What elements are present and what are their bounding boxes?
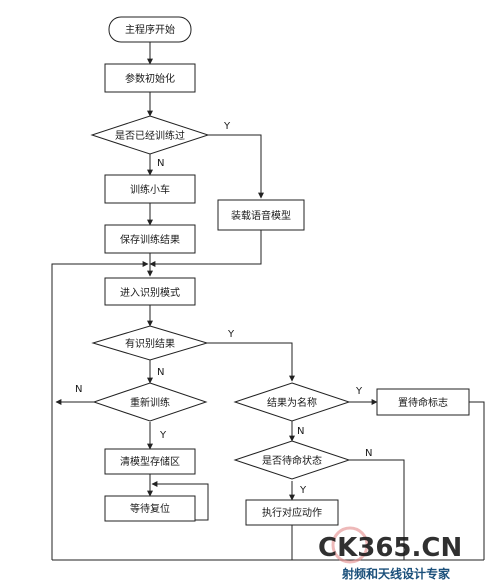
edge-hasresult-yes xyxy=(207,342,295,382)
process-shape xyxy=(104,174,196,204)
node-is-name-label: 结果为名称 xyxy=(267,396,317,409)
node-save-result-label: 保存训练结果 xyxy=(120,233,180,246)
node-set-wait-flag-label: 置待命标志 xyxy=(398,396,448,409)
node-load-model-label: 装载语音模型 xyxy=(231,209,291,222)
edge-loop-left xyxy=(51,261,149,560)
edge-trained-yes xyxy=(208,134,264,199)
node-enter-recog-label: 进入识别模式 xyxy=(120,286,180,299)
edge-waitflag-back xyxy=(469,401,485,560)
decision-shape xyxy=(92,382,208,422)
terminal-shape xyxy=(108,16,192,43)
process-shape xyxy=(217,199,305,231)
node-load-model: 装载语音模型 xyxy=(217,199,305,231)
label-isname-yes: Y xyxy=(355,386,363,397)
node-do-action-label: 执行对应动作 xyxy=(262,506,322,519)
node-start: 主程序开始 xyxy=(108,16,192,43)
node-train-car-label: 训练小车 xyxy=(130,183,170,196)
label-iswait-no: N xyxy=(365,448,372,459)
node-has-result-label: 有识别结果 xyxy=(125,337,175,350)
node-train-car: 训练小车 xyxy=(104,174,196,204)
node-is-name-decision: 结果为名称 xyxy=(233,382,351,422)
process-shape xyxy=(104,63,196,93)
node-clear-store-label: 清模型存储区 xyxy=(120,455,180,468)
node-wait-reset-label: 等待复位 xyxy=(130,502,170,515)
label-trained-no: N xyxy=(157,158,164,169)
watermark-text: CK365.CN xyxy=(318,533,462,563)
edge-iswait-no xyxy=(349,459,405,560)
decision-shape xyxy=(91,325,209,361)
branch-labels: Y N Y N N Y Y N N Y xyxy=(75,121,372,496)
process-shape xyxy=(376,388,470,416)
logo-ring-icon xyxy=(331,526,369,564)
label-hasresult-yes: Y xyxy=(227,329,235,340)
node-init: 参数初始化 xyxy=(104,63,196,93)
node-retrain-decision: 重新训练 xyxy=(92,382,208,422)
node-enter-recog: 进入识别模式 xyxy=(104,277,196,306)
watermark-logo: CK365.CN 射频和天线设计专家 xyxy=(318,526,462,581)
decision-shape xyxy=(233,440,351,480)
watermark-tagline: 射频和天线设计专家 xyxy=(341,566,451,581)
decision-shape xyxy=(233,382,351,422)
label-trained-yes: Y xyxy=(223,121,231,132)
node-retrain-label: 重新训练 xyxy=(130,396,170,409)
node-do-action: 执行对应动作 xyxy=(245,499,339,526)
node-clear-store: 清模型存储区 xyxy=(104,448,196,475)
process-shape xyxy=(245,499,339,526)
node-trained-decision: 是否已经训练过 xyxy=(90,115,210,155)
process-shape xyxy=(104,224,196,254)
decision-shape xyxy=(90,115,210,155)
label-isname-no: N xyxy=(297,426,304,437)
node-wait-reset: 等待复位 xyxy=(104,495,196,522)
node-has-result-decision: 有识别结果 xyxy=(91,325,209,361)
edge-load-merge xyxy=(149,230,262,267)
node-save-result: 保存训练结果 xyxy=(104,224,196,254)
process-shape xyxy=(104,277,196,306)
node-is-wait-decision: 是否待命状态 xyxy=(233,440,351,480)
node-set-wait-flag: 置待命标志 xyxy=(376,388,470,416)
label-iswait-yes: Y xyxy=(299,485,307,496)
node-start-label: 主程序开始 xyxy=(125,23,175,36)
connectors xyxy=(51,42,485,561)
label-retrain-yes: Y xyxy=(159,430,167,441)
label-retrain-no: N xyxy=(75,384,82,395)
node-trained-label: 是否已经训练过 xyxy=(115,129,185,142)
node-init-label: 参数初始化 xyxy=(125,72,175,85)
node-is-wait-label: 是否待命状态 xyxy=(262,454,322,467)
process-shape xyxy=(104,448,196,475)
label-hasresult-no: N xyxy=(157,367,164,378)
process-shape xyxy=(104,495,196,522)
